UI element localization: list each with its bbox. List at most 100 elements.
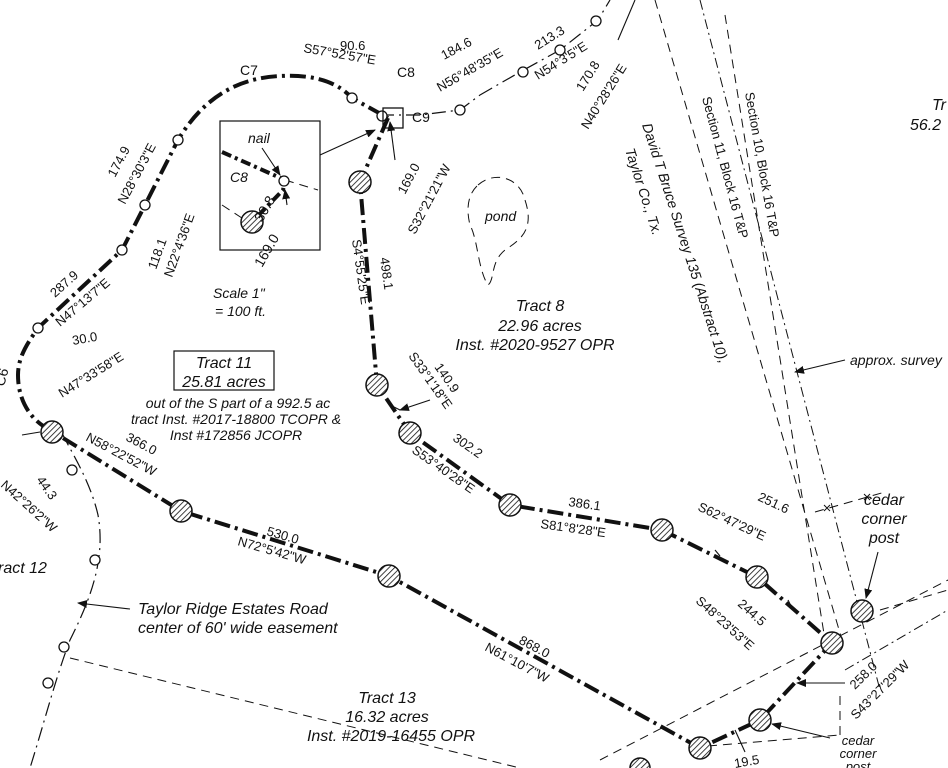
- road-label-2: center of 60' wide easement: [138, 620, 338, 637]
- tract11-label-group: Tract 11 25.81 acres out of the S part o…: [131, 350, 341, 443]
- point-icon: [554, 44, 566, 56]
- tract8-name: Tract 8: [516, 298, 565, 315]
- tract13-north-line: [69, 657, 521, 768]
- call-c10-dist: 498.1: [377, 256, 396, 290]
- call-c8-dist: 287.9: [47, 267, 81, 300]
- call-c9-bearing: N47°33'58"E: [56, 349, 127, 401]
- cedar-post-icon: [748, 708, 772, 732]
- inset-detail: nail C8 30.8 169.0 Scale 1" = 100 ft.: [213, 120, 321, 319]
- point-icon: [139, 199, 151, 211]
- iron-rod-icon: [365, 373, 389, 397]
- iron-rod-icon: [688, 736, 712, 760]
- fence-x-marks: [823, 493, 871, 512]
- inset-frame: [219, 120, 321, 251]
- tract11-acres: 25.81 acres: [181, 374, 266, 391]
- point-icon: [376, 110, 388, 122]
- section11-label: Section 11, Block 16 T&P: [699, 95, 751, 240]
- iron-rod-icon: [169, 499, 193, 523]
- call-c13-dist: 386.1: [568, 494, 602, 513]
- call-c15-dist: 244.5: [735, 596, 769, 629]
- call-c12-dist: 302.2: [450, 430, 485, 461]
- point-icon: [58, 641, 70, 653]
- point-icon: [346, 92, 358, 104]
- iron-rod-icon: [240, 210, 264, 234]
- pond-label: pond: [484, 208, 517, 224]
- curve-c8-label: C8: [397, 64, 415, 80]
- tract8-boundary: [357, 117, 835, 750]
- tract13-label-group: Tract 13 16.32 acres Inst. #2019-16455 O…: [307, 690, 476, 745]
- iron-rod-icon: [40, 420, 64, 444]
- iron-rod-icon: [629, 757, 651, 768]
- section-lines: [69, 0, 948, 768]
- call-c21-dist: 19.5: [733, 752, 761, 768]
- iron-rod-icon: [377, 564, 401, 588]
- section10-label: Section 10, Block 16 T&P: [742, 91, 782, 239]
- point-icon: [172, 134, 184, 146]
- tract8-acres: 22.96 acres: [497, 318, 582, 335]
- road-label-1: Taylor Ridge Estates Road: [138, 601, 329, 618]
- boundary-line-east-2: [879, 589, 948, 611]
- cedar-label-1b: corner: [861, 511, 907, 528]
- scale-line2: = 100 ft.: [215, 303, 266, 319]
- cedar-label-1a: cedar: [864, 492, 905, 509]
- curve-c7-label: C7: [240, 62, 258, 78]
- south-line: [707, 734, 841, 747]
- curve-c9-label: C9: [412, 109, 430, 125]
- call-c14-bearing: S62°47'29"E: [696, 499, 769, 544]
- cedar-label-2c: post: [845, 759, 872, 768]
- iron-rod-icon: [348, 170, 372, 194]
- point-icon: [89, 554, 101, 566]
- tract13-name: Tract 13: [358, 690, 416, 707]
- tract13-boundary: [48, 428, 701, 750]
- boundary-line-east: [599, 579, 948, 761]
- road-centerline: [29, 0, 611, 768]
- call-c1-dist: 90.6: [340, 38, 365, 53]
- call-c10-bearing: S4°55'25"E: [349, 238, 373, 306]
- inset-curve-label: C8: [230, 169, 248, 185]
- curve-c6-label: C6: [0, 366, 12, 388]
- iron-rod-icon: [650, 518, 674, 542]
- point-icon: [454, 104, 466, 116]
- point-icon: [517, 66, 529, 78]
- call-c5-dist: 169.0: [394, 161, 423, 197]
- tract-right-label-a: Tr: [932, 97, 947, 114]
- call-c9-dist: 30.0: [71, 329, 99, 348]
- iron-rod-icon: [745, 565, 769, 589]
- section-line-1: [654, 0, 843, 641]
- tract13-acres: 16.32 acres: [345, 709, 429, 726]
- call-c20-dist: 44.3: [34, 473, 61, 502]
- tract-right-label-b: 56.2: [910, 117, 941, 134]
- point-icon: [116, 244, 128, 256]
- call-c4-dist: 170.8: [573, 58, 603, 94]
- monuments: [32, 15, 874, 768]
- tract8-label-group: Tract 8 22.96 acres Inst. #2020-9527 OPR: [455, 298, 615, 354]
- point-icon: [32, 322, 44, 334]
- cedar-label-1c: post: [868, 530, 900, 547]
- point-icon: [42, 677, 54, 689]
- cedar-label-2a: cedar: [842, 733, 875, 748]
- tract11-name: Tract 11: [196, 355, 252, 372]
- section-line-3: [724, 14, 826, 641]
- call-c2-dist: 184.6: [438, 34, 474, 63]
- iron-rod-icon: [820, 631, 844, 655]
- pond-outline: [467, 176, 529, 286]
- cedar-post-icon: [850, 599, 874, 623]
- point-icon: [590, 15, 602, 27]
- scale-line1: Scale 1": [213, 285, 266, 301]
- iron-rod-icon: [398, 421, 422, 445]
- tract11-note3: Inst #172856 JCOPR: [170, 427, 302, 443]
- tract11-note1: out of the S part of a 992.5 ac: [146, 395, 330, 411]
- tract11-label-box: [173, 350, 275, 391]
- inset-nail-label: nail: [248, 130, 271, 146]
- tract8-inst: Inst. #2020-9527 OPR: [455, 337, 615, 354]
- tract11-note2: tract Inst. #2017-18800 TCOPR &: [131, 411, 341, 427]
- call-c14-dist: 251.6: [756, 489, 792, 516]
- cedar-label-2b: corner: [840, 746, 878, 761]
- iron-rod-icon: [498, 493, 522, 517]
- fence-line: [814, 491, 886, 513]
- point-icon: [66, 464, 78, 476]
- approx-survey-label: approx. survey: [850, 352, 943, 368]
- section-line-2: [699, 0, 881, 691]
- tract12-label: ract 12: [0, 560, 47, 577]
